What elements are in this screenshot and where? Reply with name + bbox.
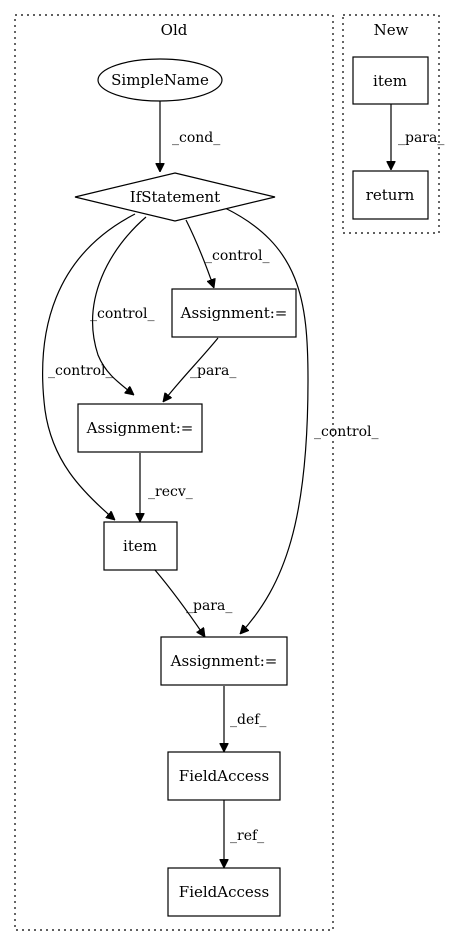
node-fieldaccess-a: FieldAccess [167,751,281,801]
svg-text:FieldAccess: FieldAccess [179,883,269,901]
edge-label-def: _def_ [230,712,266,728]
edge-label-para-new: _para_ [398,130,444,146]
svg-text:return: return [366,186,415,204]
cluster-old-label: Old [161,21,188,39]
node-return-new: return [352,170,429,220]
node-item-old: item [103,521,178,571]
node-ifstatement: IfStatement [74,172,276,222]
svg-text:item: item [373,72,407,90]
node-simplename: SimpleName [97,58,223,102]
edges-old: _cond_ _control_ _control_ _control_ _co… [42,100,379,868]
node-fieldaccess-b: FieldAccess [167,867,281,917]
node-assignment-b: Assignment:= [77,403,203,453]
edge-control-2 [92,216,147,395]
edge-label-cond: _cond_ [172,130,220,146]
edge-label-para-1: _para_ [190,363,236,379]
edge-para-2 [154,569,205,637]
svg-text:IfStatement: IfStatement [130,188,220,206]
node-assignment-a: Assignment:= [171,288,297,338]
svg-text:Assignment:=: Assignment:= [180,304,288,322]
edge-label-control-1: _control_ [205,248,270,264]
svg-text:Assignment:=: Assignment:= [170,652,278,670]
cluster-new: New [342,14,440,234]
svg-text:item: item [123,537,157,555]
edge-control-1 [185,219,214,288]
edge-label-control-4: _control_ [314,424,379,440]
edge-control-3 [42,213,136,520]
node-item-new: item [352,56,429,105]
svg-text:SimpleName: SimpleName [111,71,209,89]
svg-text:Assignment:=: Assignment:= [86,419,194,437]
node-assignment-c: Assignment:= [160,636,288,686]
edge-label-control-3: _control_ [48,363,113,379]
edge-label-para-2: _para_ [186,598,232,614]
edge-label-ref: _ref_ [230,828,264,844]
cluster-old: Old [14,14,334,931]
edge-para-1 [163,337,219,402]
edge-control-4 [224,207,309,634]
edge-label-control-2: _control_ [90,306,155,322]
edges-new: _para_ [391,104,444,170]
svg-text:FieldAccess: FieldAccess [179,767,269,785]
cluster-new-label: New [374,21,409,39]
edge-label-recv: _recv_ [148,484,193,500]
